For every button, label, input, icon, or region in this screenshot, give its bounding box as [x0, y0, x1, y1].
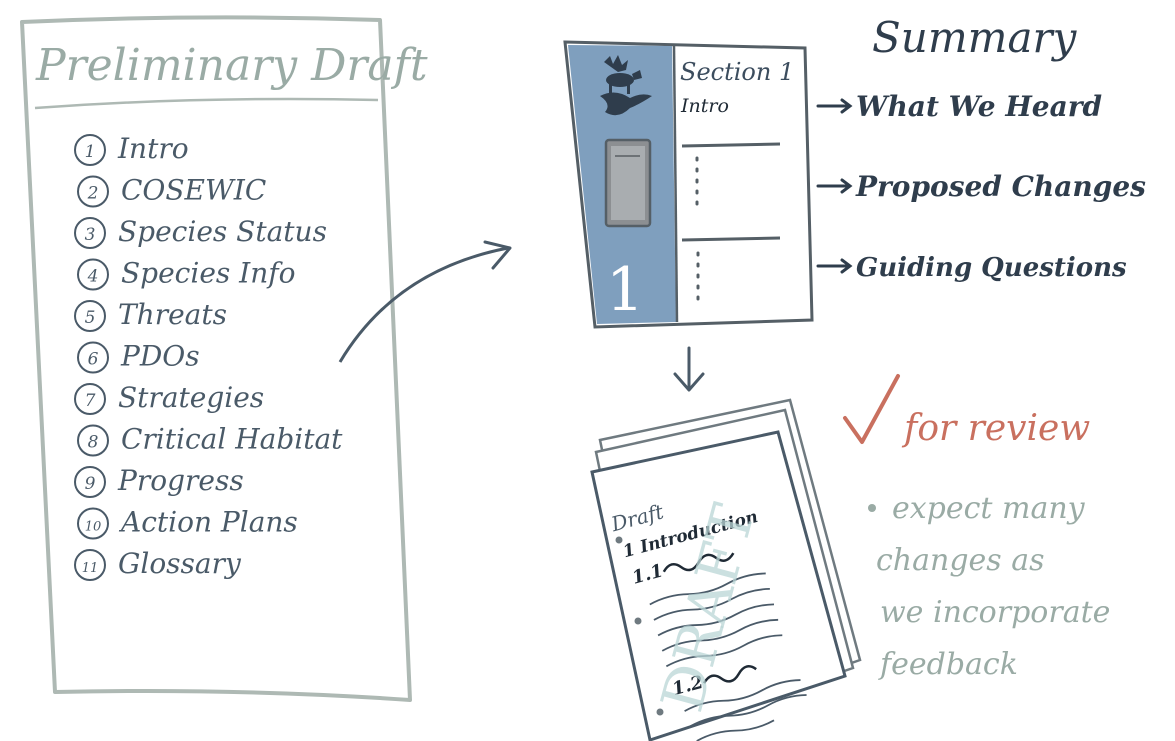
toc-item: 2 COSEWIC — [77, 174, 266, 208]
bird-icon — [600, 92, 652, 116]
section-big-number: 1 — [606, 255, 644, 325]
book-icon — [604, 138, 652, 228]
toc-number: 1 — [85, 142, 96, 162]
review-note-line: we incorporate — [880, 595, 1110, 630]
toc-number: 6 — [88, 350, 99, 370]
section-heading: Section 1 — [680, 58, 794, 86]
toc-label: Strategies — [118, 381, 264, 414]
toc-number: 10 — [85, 520, 102, 535]
draft-front-page — [590, 430, 847, 741]
note-bullet — [868, 504, 876, 512]
toc-number: 7 — [85, 391, 96, 411]
toc-number-circle — [74, 466, 106, 498]
toc-number-circle — [74, 134, 106, 166]
document-outline — [20, 15, 412, 702]
section-card: 1 Section 1 Intro — [563, 40, 814, 329]
arrow-right-icon — [816, 178, 853, 194]
toc-number: 9 — [85, 474, 96, 494]
toc-number: 8 — [88, 433, 99, 453]
summary-item: What We Heard — [816, 90, 1102, 123]
toc-label: Progress — [117, 464, 244, 497]
toc-number-circle — [77, 507, 109, 540]
toc-number-circle — [74, 217, 106, 249]
review-block: for review expect many changes as we incor… — [843, 374, 1110, 682]
summary-item-label: What We Heard — [856, 90, 1102, 123]
summary-item: Guiding Questions — [816, 253, 1127, 283]
review-note-line: feedback — [878, 647, 1018, 682]
checkmark-icon — [843, 374, 900, 444]
summary-item: Proposed Changes — [816, 170, 1146, 203]
toc-item: 6 PDOs — [77, 340, 200, 374]
down-arrow — [673, 346, 705, 392]
curved-arrow — [338, 240, 512, 363]
toc-label: Species Info — [121, 257, 295, 290]
review-note-line: changes as — [876, 543, 1045, 578]
section-subheading: Intro — [680, 95, 729, 117]
arrow-right-icon — [816, 258, 853, 274]
review-note: expect many changes as we incorporate feedb… — [876, 491, 1110, 682]
toc-item: 7 Strategies — [74, 381, 264, 415]
toc-item: 10 Action Plans — [77, 506, 298, 540]
toc-label: Threats — [118, 298, 227, 331]
toc-label: Action Plans — [118, 506, 298, 539]
toc-label: Intro — [117, 132, 189, 165]
toc-number-circle — [74, 383, 106, 415]
toc-number-circle — [77, 258, 109, 291]
draft-document-stack: Draft 1 Introduction 1.1 1.2 DRAFT — [590, 398, 862, 741]
toc-number: 4 — [87, 267, 99, 287]
toc-number: 2 — [87, 184, 99, 204]
toc-number-circle — [77, 341, 109, 374]
toc-number-circle — [77, 424, 109, 457]
toc-label: PDOs — [120, 340, 200, 373]
toc-label: COSEWIC — [121, 174, 266, 207]
toc-number-circle — [77, 175, 109, 208]
review-note-line: expect many — [892, 491, 1086, 526]
title-divider — [34, 97, 379, 110]
summary-title: Summary — [872, 13, 1078, 62]
toc-list: 1 Intro 2 COSEWIC 3 Species Status 4 Species In… — [74, 132, 343, 581]
summary-item-label: Guiding Questions — [856, 253, 1127, 283]
toc-number-circle — [74, 549, 106, 581]
toc-item: 3 Species Status — [74, 215, 327, 249]
toc-label: Species Status — [118, 215, 327, 248]
toc-item: 1 Intro — [74, 132, 189, 166]
toc-label: Critical Habitat — [121, 423, 343, 456]
toc-item: 5 Threats — [74, 298, 227, 332]
arrow-right-icon — [816, 98, 853, 114]
toc-number: 3 — [85, 225, 96, 245]
document-title: Preliminary Draft — [35, 40, 428, 91]
toc-number-circle — [74, 300, 106, 332]
moose-icon — [604, 55, 642, 94]
toc-item: 8 Critical Habitat — [77, 423, 343, 457]
toc-label: Glossary — [118, 547, 242, 580]
toc-number: 5 — [85, 308, 96, 328]
toc-item: 11 Glossary — [74, 547, 242, 581]
toc-item: 9 Progress — [74, 464, 244, 498]
review-title: for review — [901, 408, 1090, 449]
toc-number: 11 — [82, 561, 99, 576]
toc-item: 4 Species Info — [77, 257, 295, 291]
summary-item-label: Proposed Changes — [855, 170, 1146, 203]
